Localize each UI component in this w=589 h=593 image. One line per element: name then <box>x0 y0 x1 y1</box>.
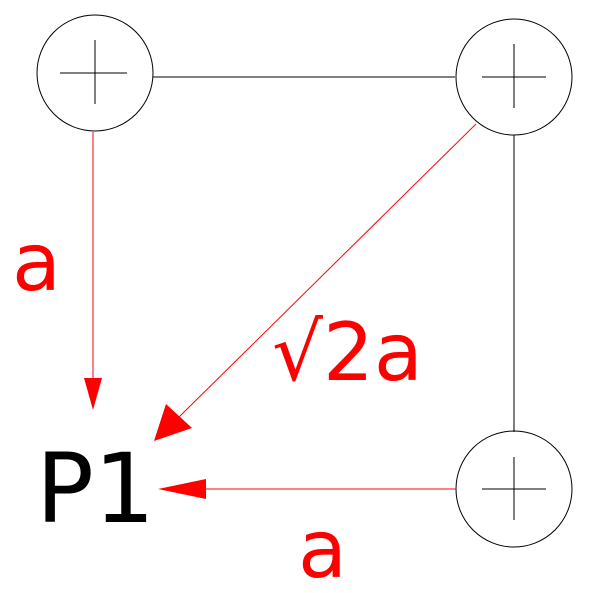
plus-in-circle-icon <box>455 18 573 136</box>
arrow-bottom-right-to-p1 <box>158 479 456 499</box>
point-label: P1 <box>36 433 155 545</box>
plus-in-circle-icon <box>455 430 573 548</box>
distance-label-bottom-right: a <box>298 503 347 593</box>
distance-label-top-right: √2a <box>272 306 423 399</box>
arrow-top-right-to-p1 <box>154 123 477 441</box>
plus-in-circle-icon <box>36 14 154 132</box>
distance-label-top-left: a <box>12 216 61 309</box>
arrow-top-left-to-p1 <box>84 132 102 410</box>
